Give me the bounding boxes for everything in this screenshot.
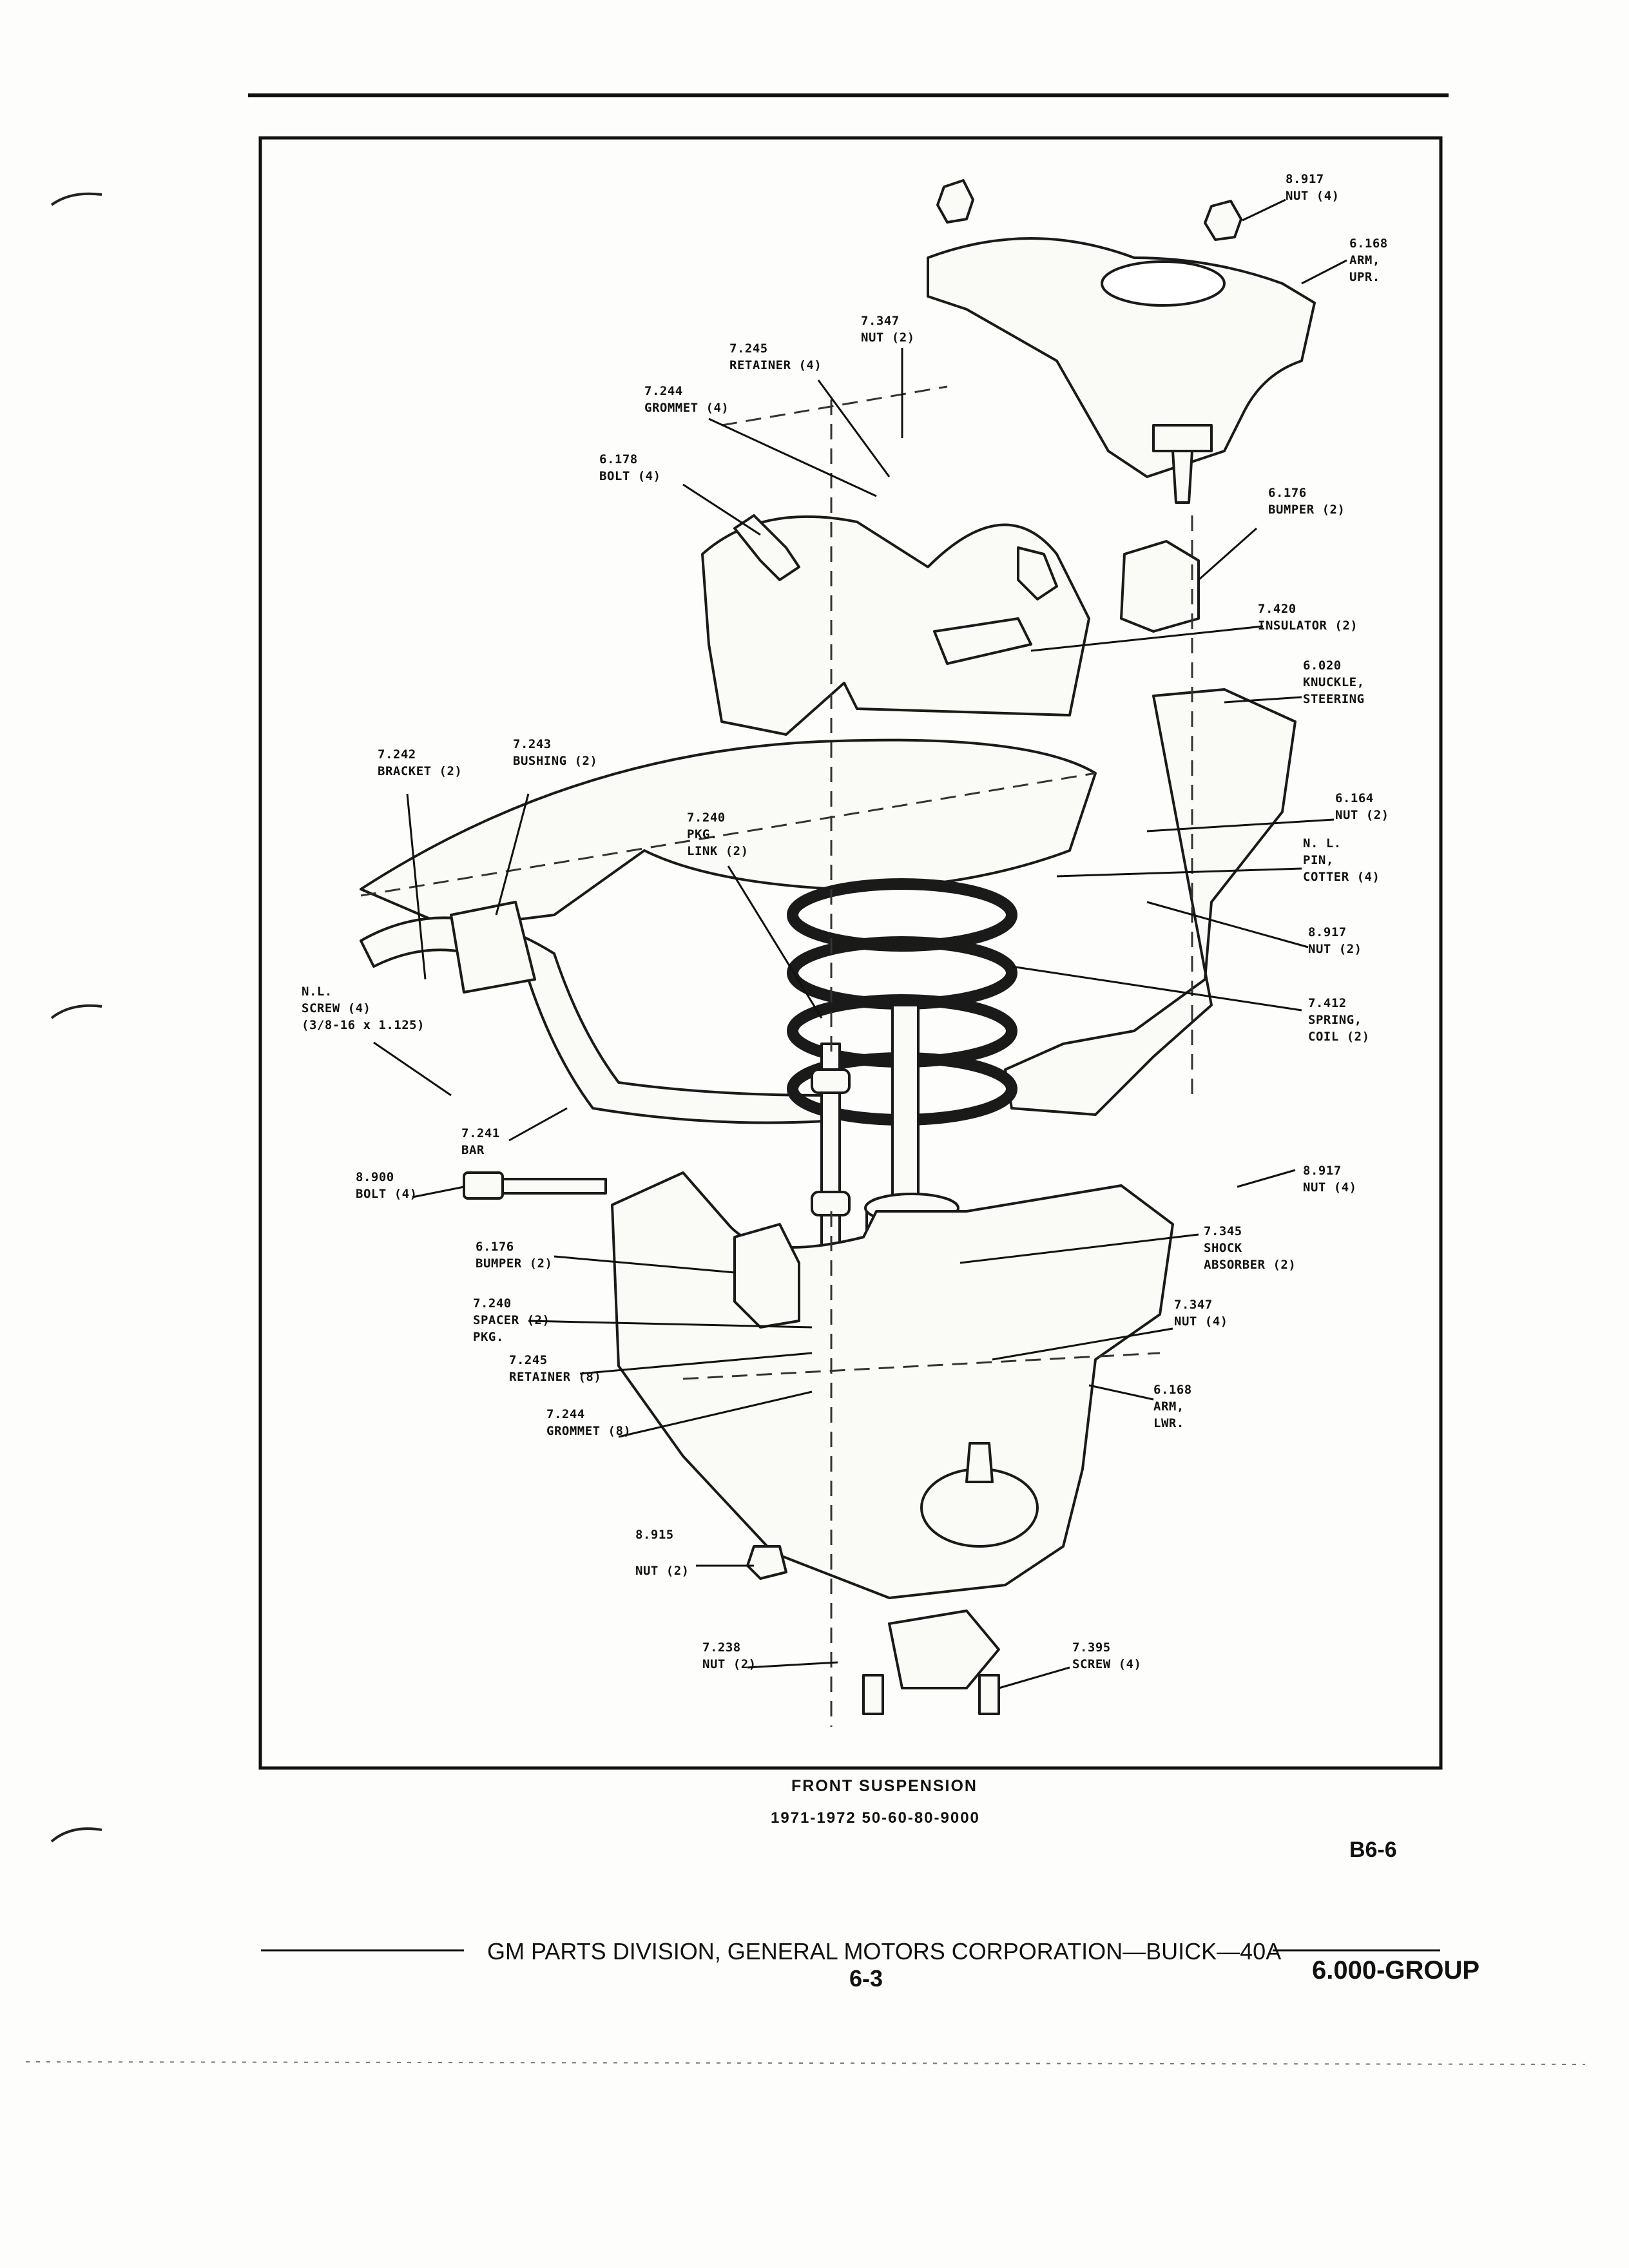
upper-ball-stud — [1171, 450, 1193, 504]
label-pin-cotter: N. L.PIN, COTTER (4) — [1303, 836, 1380, 884]
binder-mark-3 — [50, 1827, 102, 1843]
footer-division: GM PARTS DIVISION, GENERAL MOTORS CORPOR… — [487, 1938, 1282, 1965]
bolt-upper-right — [1017, 546, 1058, 601]
binder-mark-1 — [50, 192, 102, 206]
scan-edge — [25, 2061, 1586, 2065]
lower-control-arm — [611, 1171, 1174, 1599]
binder-mark-2 — [50, 1004, 102, 1019]
lower-bushing-bracket — [888, 1610, 1000, 1689]
footer-group: 6.000-GROUP — [1312, 1956, 1480, 1984]
figure-subtitle: 1971-1972 50-60-80-9000 — [771, 1809, 980, 1827]
bar-bushing — [450, 901, 536, 994]
illustration-frame — [258, 136, 1443, 1770]
footer-page-number: 6-3 — [849, 1965, 883, 1992]
figure-title: FRONT SUSPENSION — [791, 1777, 978, 1795]
insulator — [933, 617, 1032, 665]
stabilizer-bar — [360, 916, 826, 1124]
upper-control-arm — [927, 237, 1316, 478]
bumper-lower — [733, 1223, 800, 1329]
bolt-upper-left — [733, 514, 800, 581]
upper-arm-opening — [1101, 260, 1226, 307]
upper-ball-joint — [1152, 424, 1213, 452]
shock-rod — [891, 1004, 920, 1200]
bumper-upper — [1120, 540, 1200, 633]
page-code: B6-6 — [1349, 1838, 1397, 1862]
steering-knuckle — [1004, 688, 1296, 1116]
label-screw-nl: N.L.SCREW (4) (3/8-16 x 1.125) — [302, 985, 425, 1032]
